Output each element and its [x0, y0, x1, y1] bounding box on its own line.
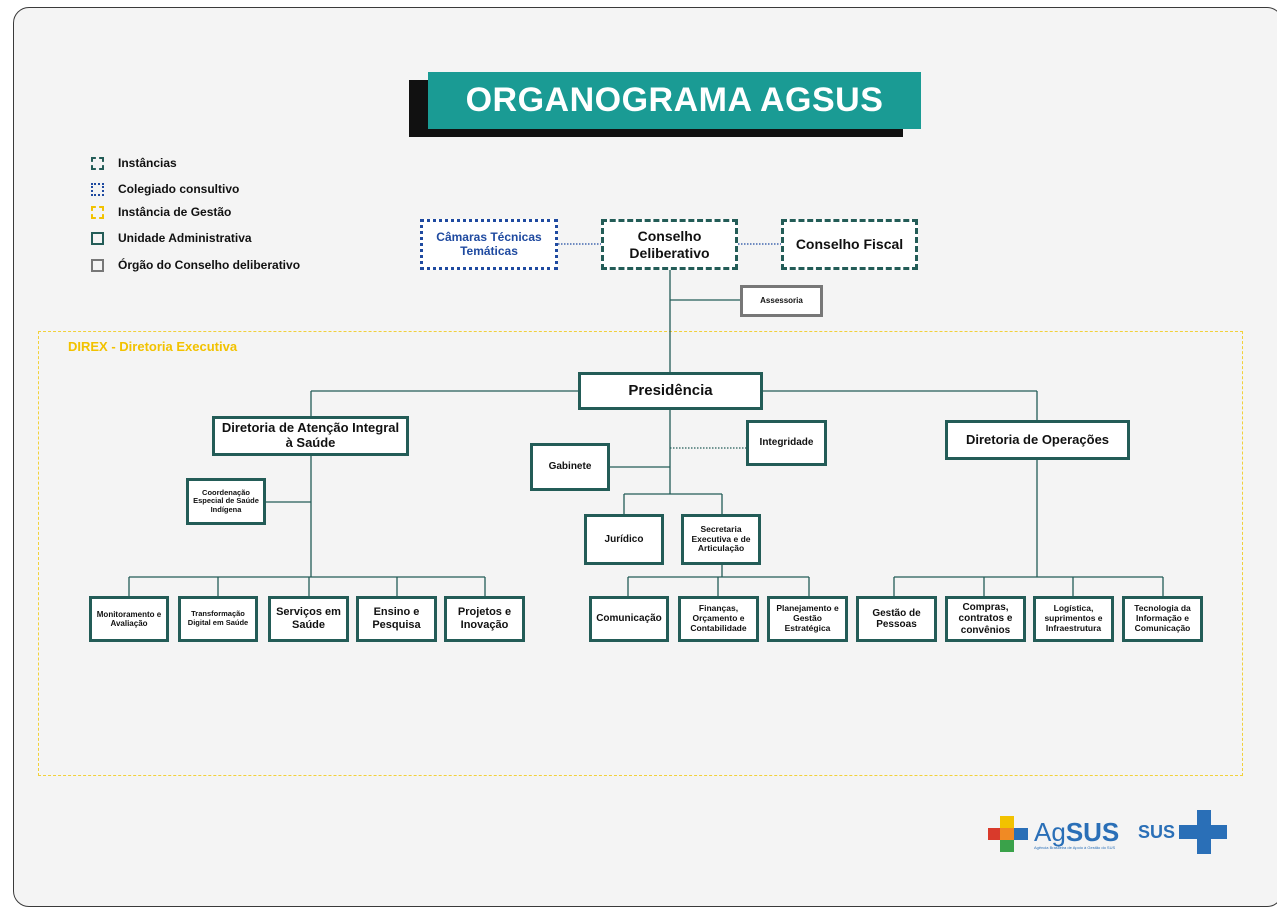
page-title: ORGANOGRAMA AGSUS	[428, 72, 921, 129]
agsus-logo: AgSUS Agência Brasileira de Apoio à Gest…	[986, 814, 1119, 854]
agsus-logo-tagline: Agência Brasileira de Apoio à Gestão do …	[1034, 844, 1116, 850]
direx-label: DIREX - Diretoria Executiva	[68, 339, 238, 354]
legend-gestao: Instância de Gestão	[91, 205, 231, 219]
legend-swatch-dotted	[91, 182, 104, 196]
legend-label: Unidade Administrativa	[118, 231, 252, 245]
legend-label: Instância de Gestão	[118, 205, 232, 219]
node-camaras-tecnicas: Câmaras Técnicas Temáticas	[420, 219, 558, 270]
agsus-logo-ag: Ag	[1034, 816, 1066, 847]
legend-swatch-dashed	[91, 156, 104, 170]
legend-orgao: Órgão do Conselho deliberativo	[91, 258, 300, 272]
sus-cross-icon	[1179, 810, 1228, 854]
node-transformacao-digital: Transformação Digital em Saúde	[178, 596, 258, 642]
node-planejamento: Planejamento e Gestão Estratégica	[767, 596, 848, 642]
node-logistica: Logística, suprimentos e Infraestrutura	[1033, 596, 1114, 642]
node-servicos-saude: Serviços em Saúde	[268, 596, 349, 642]
node-ensino-pesquisa: Ensino e Pesquisa	[356, 596, 437, 642]
node-comunicacao: Comunicação	[589, 596, 669, 642]
node-conselho-deliberativo: Conselho Deliberativo	[601, 219, 738, 270]
node-juridico: Jurídico	[584, 514, 664, 565]
legend-colegiado: Colegiado consultivo	[91, 182, 239, 196]
direx-area	[38, 331, 1243, 776]
node-gabinete: Gabinete	[530, 443, 610, 491]
legend-swatch-solid	[91, 231, 104, 245]
node-financas: Finanças, Orçamento e Contabilidade	[678, 596, 759, 642]
legend-swatch-yellow-dashed	[91, 205, 104, 219]
node-integridade: Integridade	[746, 420, 827, 466]
sus-logo-text: SUS	[1138, 821, 1176, 842]
node-coordenacao-indigena: Coordenação Especial de Saúde Indígena	[186, 478, 266, 525]
legend-label: Colegiado consultivo	[118, 182, 240, 196]
legend-swatch-gray	[91, 258, 104, 272]
node-diretoria-atencao: Diretoria de Atenção Integral à Saúde	[212, 416, 409, 456]
node-presidencia: Presidência	[578, 372, 763, 410]
node-secretaria-executiva: Secretaria Executiva e de Articulação	[681, 514, 761, 565]
node-compras: Compras, contratos e convênios	[945, 596, 1026, 642]
node-monitoramento: Monitoramento e Avaliação	[89, 596, 169, 642]
node-tecnologia: Tecnologia da Informação e Comunicação	[1122, 596, 1203, 642]
legend-instancias: Instâncias	[91, 156, 177, 170]
node-projetos-inovacao: Projetos e Inovação	[444, 596, 525, 642]
node-diretoria-operacoes: Diretoria de Operações	[945, 420, 1130, 460]
node-gestao-pessoas: Gestão de Pessoas	[856, 596, 937, 642]
agsus-logo-sus: SUS	[1065, 816, 1120, 847]
agsus-cross-icon	[988, 816, 1028, 852]
legend-label: Instâncias	[118, 156, 177, 170]
legend-unidade: Unidade Administrativa	[91, 231, 252, 245]
sus-logo: SUS	[1138, 810, 1228, 854]
node-assessoria: Assessoria	[740, 285, 823, 317]
node-conselho-fiscal: Conselho Fiscal	[781, 219, 918, 270]
legend-label: Órgão do Conselho deliberativo	[118, 258, 301, 272]
